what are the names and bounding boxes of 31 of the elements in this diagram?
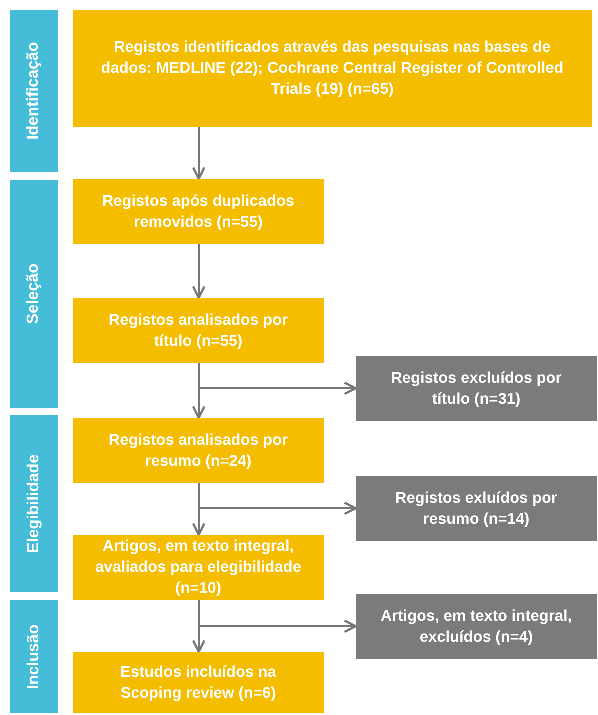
- arrow: [198, 483, 358, 516]
- phase-label: Seleção: [24, 264, 43, 324]
- process-box: [73, 298, 324, 363]
- process-box: [73, 535, 324, 600]
- phase-label: Elegibilidade: [24, 454, 43, 553]
- box-text: Registos analisados por resumo (n=24): [108, 430, 290, 472]
- box-text: Artigos, em texto integral, avaliados para elegibilidade (n=10): [94, 537, 302, 599]
- arrow: [198, 600, 358, 634]
- phase-band: [10, 10, 58, 172]
- process-box: [73, 652, 324, 713]
- exclusion-box: [356, 594, 597, 659]
- process-box: [73, 10, 592, 127]
- box-text: Registos exluídos por resumo (n=14): [394, 488, 558, 530]
- phase-band: [10, 180, 58, 408]
- box-text: Registos excluídos por título (n=31): [390, 368, 563, 410]
- box-text: Registos analisados por título (n=55): [108, 310, 290, 352]
- process-box: [73, 418, 324, 483]
- arrow: [192, 244, 206, 300]
- phase-band: [10, 600, 58, 713]
- box-text: Artigos, em texto integral, excluídos (n=4): [380, 606, 574, 648]
- phase-label: Identificação: [24, 42, 43, 140]
- box-text: Registos após duplicados removidos (n=55): [101, 192, 296, 232]
- box-text: Estudos incluídos na Scoping review (n=6): [120, 662, 278, 704]
- arrow: [198, 363, 358, 396]
- exclusion-box: [356, 476, 597, 541]
- phase-label: Inclusão: [24, 624, 43, 689]
- process-box: [73, 179, 324, 244]
- arrow: [192, 127, 206, 180]
- phase-band: [10, 415, 58, 592]
- exclusion-box: [356, 356, 597, 421]
- box-text: Registos identificados através das pesquisas nas bases de dados: MEDLINE (22); Cochrane Central Register of Controlled Trials (19) (n=65): [100, 38, 565, 100]
